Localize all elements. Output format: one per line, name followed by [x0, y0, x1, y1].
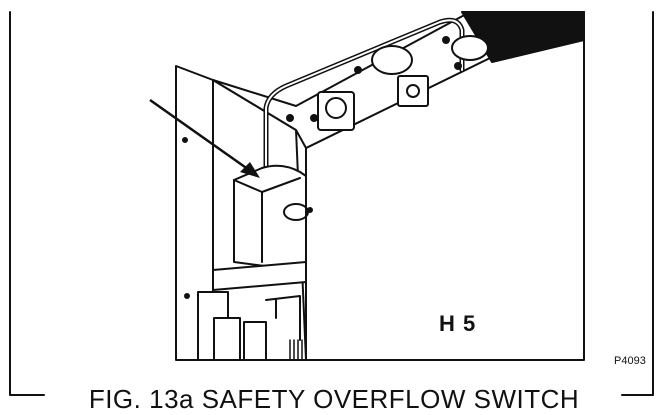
overflow-switch-box [233, 164, 307, 269]
fitting-left [317, 91, 355, 131]
model-label: H 5 [439, 311, 477, 336]
fitting-terminal [397, 75, 429, 107]
lower-bracket [212, 261, 307, 291]
pointer-arrow [149, 98, 260, 178]
figure-frame-right [621, 11, 654, 396]
connector-pins [289, 339, 303, 361]
figure-frame [9, 11, 45, 396]
figure-code: P4093 [614, 355, 646, 367]
figure-caption: FIG. 13a SAFETY OVERFLOW SWITCH [88, 384, 580, 414]
fitting-round [371, 45, 413, 75]
lower-component-mid [243, 321, 267, 361]
